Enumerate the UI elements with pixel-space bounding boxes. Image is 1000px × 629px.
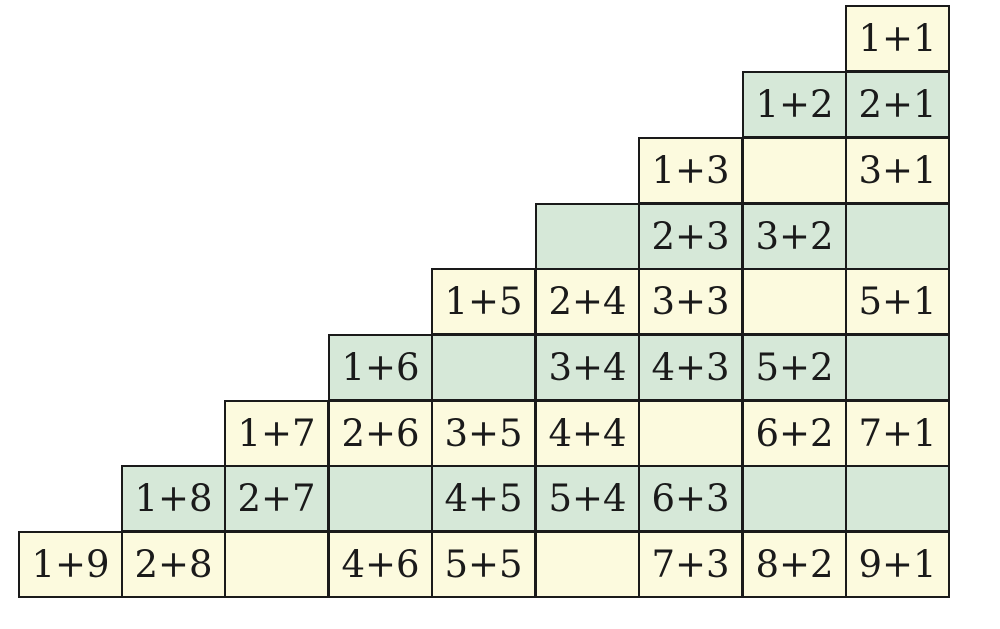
sum-label: 2+1 [858, 83, 937, 126]
sum-label: 5+5 [444, 543, 523, 586]
blank-cell [742, 137, 847, 204]
sum-cell: 2+4 [535, 268, 640, 335]
sum-cell: 7+3 [638, 531, 743, 598]
sum-label: 1+6 [341, 346, 420, 389]
sum-label: 1+5 [444, 280, 523, 323]
blank-cell [638, 400, 743, 467]
blank-cell [535, 531, 640, 598]
sum-label: 3+2 [755, 215, 834, 258]
sum-cell: 3+3 [638, 268, 743, 335]
sum-label: 3+3 [651, 280, 730, 323]
blank-cell [535, 203, 640, 270]
sum-cell: 4+4 [535, 400, 640, 467]
sum-cell: 5+1 [845, 268, 950, 335]
sum-cell: 1+9 [18, 531, 123, 598]
sum-label: 5+2 [755, 346, 834, 389]
blank-cell [742, 268, 847, 335]
sum-label: 3+4 [548, 346, 627, 389]
sum-label: 6+3 [651, 477, 730, 520]
sum-label: 8+2 [755, 543, 834, 586]
sum-label: 3+1 [858, 149, 937, 192]
sum-cell: 7+1 [845, 400, 950, 467]
sum-label: 1+3 [651, 149, 730, 192]
sum-cell: 9+1 [845, 531, 950, 598]
blank-cell [742, 465, 847, 532]
sum-label: 6+2 [755, 412, 834, 455]
sum-label: 1+1 [858, 17, 937, 60]
sum-label: 9+1 [858, 543, 937, 586]
sum-cell: 2+6 [328, 400, 433, 467]
sum-label: 4+3 [651, 346, 730, 389]
sum-cell: 2+1 [845, 71, 950, 138]
sum-label: 5+4 [548, 477, 627, 520]
sum-cell: 2+3 [638, 203, 743, 270]
sum-cell: 3+2 [742, 203, 847, 270]
sum-cell: 3+5 [431, 400, 536, 467]
sum-cell: 3+4 [535, 334, 640, 401]
sum-label: 1+9 [31, 543, 110, 586]
sum-cell: 1+2 [742, 71, 847, 138]
sum-label: 1+7 [237, 412, 316, 455]
sum-label: 1+2 [755, 83, 834, 126]
sum-label: 2+6 [341, 412, 420, 455]
sum-label: 4+4 [548, 412, 627, 455]
sum-cell: 8+2 [742, 531, 847, 598]
sum-label: 2+7 [237, 477, 316, 520]
sum-cell: 5+5 [431, 531, 536, 598]
sum-cell: 1+3 [638, 137, 743, 204]
sum-cell: 6+3 [638, 465, 743, 532]
sum-cell: 3+1 [845, 137, 950, 204]
sum-label: 5+1 [858, 280, 937, 323]
sum-label: 1+8 [134, 477, 213, 520]
sum-cell: 4+3 [638, 334, 743, 401]
blank-cell [224, 531, 329, 598]
sum-cell: 1+8 [121, 465, 226, 532]
sum-cell: 2+7 [224, 465, 329, 532]
sum-label: 4+6 [341, 543, 420, 586]
sum-cell: 1+6 [328, 334, 433, 401]
sum-cell: 6+2 [742, 400, 847, 467]
sum-label: 7+1 [858, 412, 937, 455]
blank-cell [845, 465, 950, 532]
sum-label: 2+4 [548, 280, 627, 323]
blank-cell [431, 334, 536, 401]
sum-cell: 1+5 [431, 268, 536, 335]
blank-cell [328, 465, 433, 532]
blank-cell [845, 203, 950, 270]
sum-cell: 1+7 [224, 400, 329, 467]
sum-cell: 4+6 [328, 531, 433, 598]
sum-cell: 5+2 [742, 334, 847, 401]
sum-label: 2+8 [134, 543, 213, 586]
sum-label: 7+3 [651, 543, 730, 586]
sum-cell: 4+5 [431, 465, 536, 532]
sum-cell: 5+4 [535, 465, 640, 532]
sum-label: 4+5 [444, 477, 523, 520]
sum-cell: 2+8 [121, 531, 226, 598]
blank-cell [845, 334, 950, 401]
sum-label: 2+3 [651, 215, 730, 258]
sum-label: 3+5 [444, 412, 523, 455]
sum-cell: 1+1 [845, 5, 950, 72]
